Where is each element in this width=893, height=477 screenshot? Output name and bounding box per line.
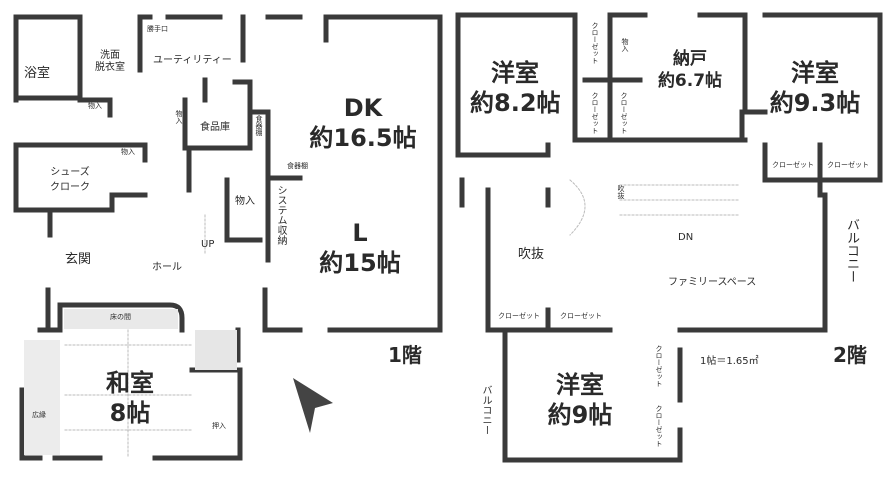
floor2-label: 2階 xyxy=(833,343,867,367)
closet-label: クローゼット xyxy=(827,161,869,169)
south-room-label: 洋室 約9帖 xyxy=(530,370,630,430)
storage-label: 物入 xyxy=(621,38,629,52)
south-room-name: 洋室 xyxy=(556,371,604,399)
floor2-walls xyxy=(455,12,883,463)
nando-size: 約6.7帖 xyxy=(657,71,723,92)
west-room-label: 洋室 約8.2帖 xyxy=(470,58,561,118)
dish-shelf-label: 食器棚 xyxy=(287,162,308,170)
closet-label: クローゼット xyxy=(498,312,540,320)
storage-label: 物入 xyxy=(121,148,135,156)
entrance-label: 玄関 xyxy=(65,252,92,267)
living-size: 約15帖 xyxy=(319,249,401,277)
east-room-size: 約9.3帖 xyxy=(769,89,861,117)
east-room-label: 洋室 約9.3帖 xyxy=(765,58,865,118)
closet-label: クローゼット xyxy=(560,312,602,320)
utility-label: ユーティリティー xyxy=(153,55,232,66)
washitsu-label: 和室 8帖 xyxy=(95,368,165,428)
nando-name: 納戸 xyxy=(673,49,707,69)
bath-label: 浴室 xyxy=(24,66,51,81)
balcony-label: バルコニー xyxy=(844,218,859,283)
void-small-label: 吹抜 xyxy=(617,185,625,199)
dk-label: DK 約16.5帖 xyxy=(308,93,418,153)
dk-size: 約16.5帖 xyxy=(309,124,417,152)
dish-shelf-label: 食器棚 xyxy=(255,115,263,136)
washitsu-size: 8帖 xyxy=(109,399,151,427)
void-label: 吹抜 xyxy=(518,247,545,262)
closet-label: クローゼット xyxy=(655,345,663,387)
dn-label: DN xyxy=(678,232,694,243)
up-label: UP xyxy=(201,239,215,250)
west-room-size: 約8.2帖 xyxy=(470,89,561,117)
storage-label: 物入 xyxy=(88,102,102,110)
family-space-label: ファミリースペース xyxy=(668,277,757,288)
living-label: L 約15帖 xyxy=(300,218,420,278)
closet-label: クローゼット xyxy=(655,405,663,447)
nando-label: 納戸 約6.7帖 xyxy=(650,48,730,92)
north-arrow-icon xyxy=(293,378,333,433)
tokonoma-label: 床の間 xyxy=(110,313,131,321)
system-storage-label: システム収納 xyxy=(275,185,286,245)
back-door-label: 勝手口 xyxy=(147,25,168,33)
scale-note: 1帖＝1.65㎡ xyxy=(700,356,759,367)
balcony-label: バルコニー xyxy=(480,385,491,435)
closet-label: クローゼット xyxy=(620,92,628,134)
shoe-cloak-label: シューズ クローク xyxy=(50,167,90,193)
washroom-label: 洗面 脱衣室 xyxy=(95,50,125,73)
closet-label: クローゼット xyxy=(772,161,814,169)
hall-label: ホール xyxy=(152,262,182,273)
living-name: L xyxy=(352,219,368,247)
storage-label: 物入 xyxy=(235,196,255,207)
engawa-label: 広縁 xyxy=(32,411,46,419)
washitsu-name: 和室 xyxy=(106,369,154,397)
east-room-name: 洋室 xyxy=(791,59,839,87)
west-room-name: 洋室 xyxy=(491,59,539,87)
storage-label: 物入 xyxy=(175,110,183,124)
oshiire-label: 押入 xyxy=(212,422,226,430)
closet-label: クローゼット xyxy=(591,22,599,64)
pantry-label: 食品庫 xyxy=(200,122,230,133)
floor1-walls xyxy=(13,14,741,461)
closet-label: クローゼット xyxy=(591,92,599,134)
floor1-label: 1階 xyxy=(388,343,422,367)
south-room-size: 約9帖 xyxy=(547,401,613,429)
dk-name: DK xyxy=(343,94,383,122)
